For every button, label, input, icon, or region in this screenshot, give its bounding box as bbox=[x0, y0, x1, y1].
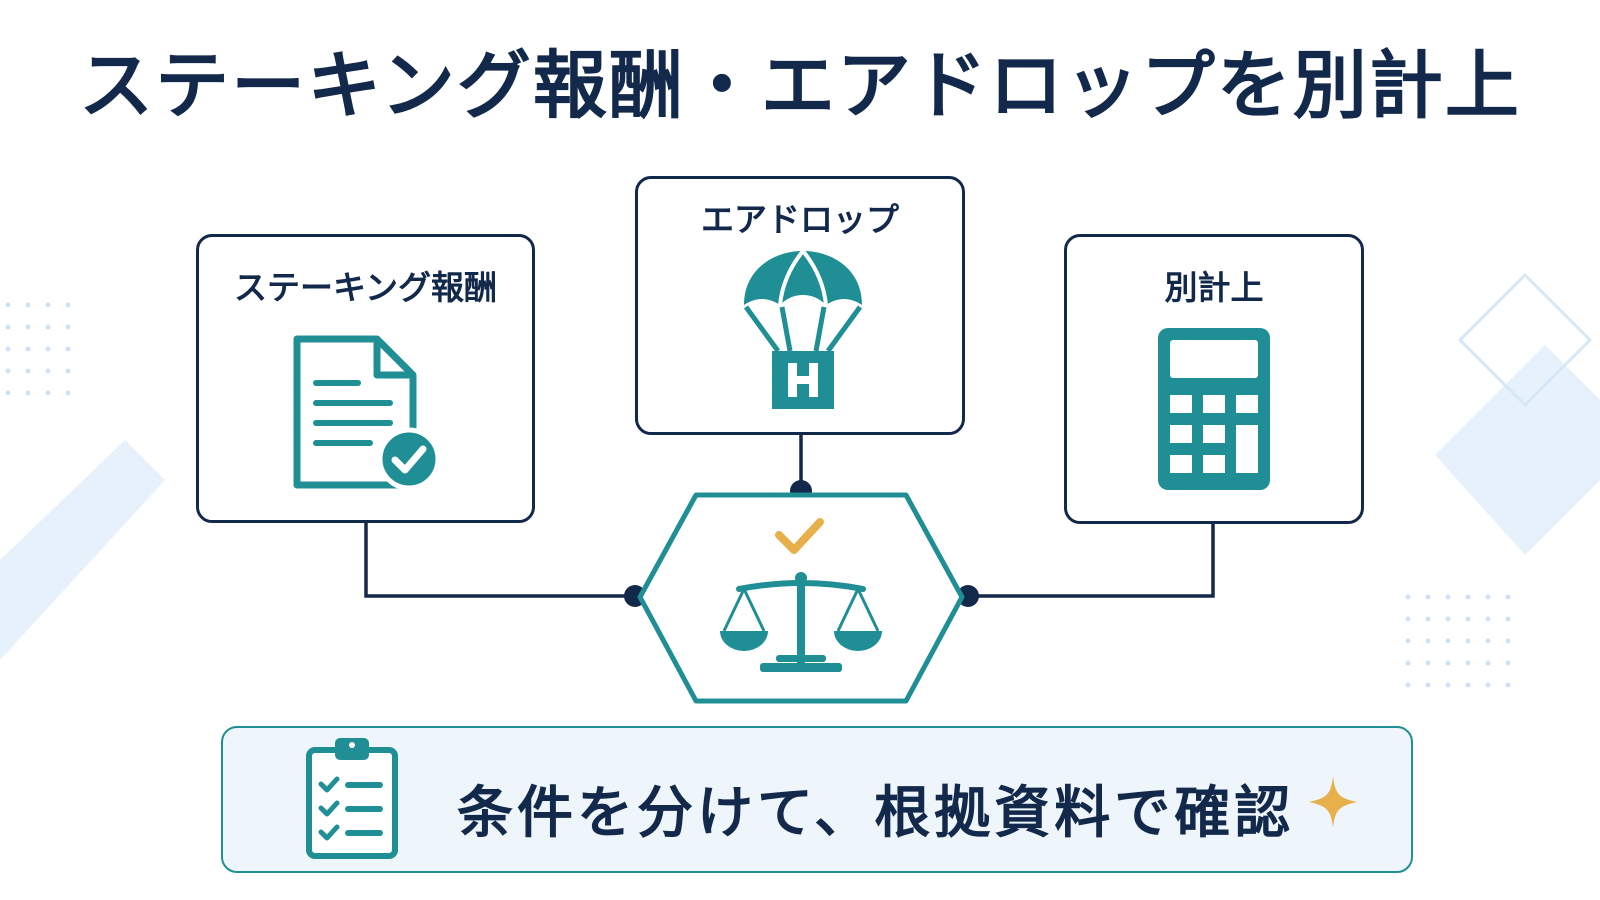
card-staking-reward: ステーキング報酬 bbox=[196, 234, 535, 523]
connector-separate bbox=[968, 524, 1215, 598]
diamond-shape-right bbox=[1435, 345, 1600, 555]
dot-grid-left bbox=[5, 302, 71, 396]
connector-staking bbox=[364, 522, 635, 598]
diamond-shape-left bbox=[0, 440, 165, 660]
central-hub-hexagon bbox=[637, 492, 965, 704]
page-title: ステーキング報酬・エアドロップを別計上 bbox=[79, 43, 1521, 129]
sparkle-icon bbox=[1309, 776, 1357, 828]
card-separate-label: 別計上 bbox=[1164, 268, 1264, 307]
connector-node-right bbox=[957, 585, 979, 607]
checkmark-icon bbox=[775, 518, 824, 554]
diamond-outline-right bbox=[1457, 272, 1593, 408]
card-separate-accounting: 別計上 bbox=[1064, 234, 1364, 524]
clipboard-checklist-icon bbox=[306, 738, 398, 859]
calculator-icon bbox=[1158, 328, 1270, 490]
parachute-box-icon bbox=[743, 249, 863, 409]
card-airdrop: エアドロップ bbox=[635, 176, 965, 435]
dot-grid-right bbox=[1405, 594, 1511, 688]
card-airdrop-label: エアドロップ bbox=[701, 200, 899, 239]
card-staking-label: ステーキング報酬 bbox=[233, 268, 497, 307]
document-check-icon bbox=[293, 335, 441, 491]
summary-banner: 条件を分けて、根拠資料で確認 bbox=[221, 726, 1413, 873]
balance-scale-icon bbox=[720, 572, 882, 672]
summary-banner-text: 条件を分けて、根拠資料で確認 bbox=[457, 781, 1295, 846]
